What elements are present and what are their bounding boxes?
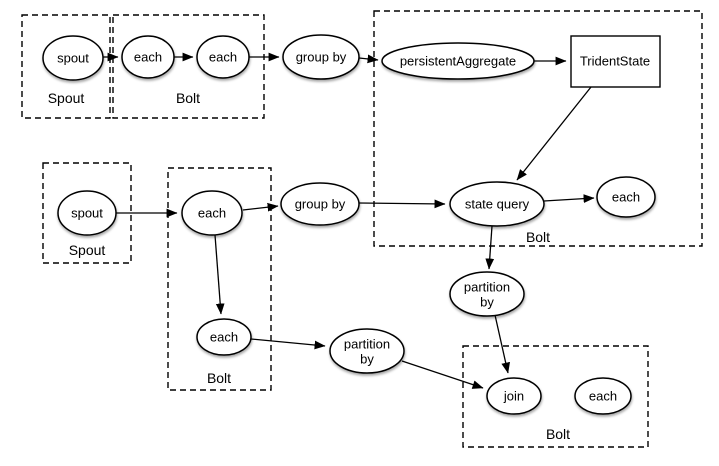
- node-each-6: each: [574, 377, 632, 415]
- container-spout-1-label: Spout: [48, 90, 85, 106]
- node-each-4-label: each: [198, 206, 226, 221]
- node-spout-2-label: spout: [71, 206, 103, 221]
- node-group-by-1-label: group by: [296, 50, 347, 65]
- container-bolt-2-label: Bolt: [526, 229, 550, 245]
- node-partition-by-1-label-line2: by: [480, 295, 494, 310]
- node-each-3-label: each: [612, 190, 640, 205]
- node-partition-by-2-shape: [329, 328, 405, 374]
- node-each-4: each: [181, 190, 243, 236]
- node-group-by-1-shape: [282, 34, 360, 80]
- edge-partitionby1-join: [494, 314, 511, 374]
- node-spout-2-shape: [57, 190, 117, 236]
- node-each-5-label: each: [210, 330, 238, 345]
- node-each-6-shape: [574, 377, 632, 415]
- node-each-1-label: each: [134, 50, 162, 65]
- node-persistent-aggregate-label: persistentAggregate: [400, 54, 516, 69]
- container-bolt-4-label: Bolt: [546, 426, 570, 442]
- node-partition-by-1: partition by: [449, 271, 525, 317]
- edge-statequery-partitionby1: [485, 225, 495, 270]
- node-trident-state-label: TridentState: [580, 54, 650, 69]
- node-state-query-label: state query: [465, 197, 530, 212]
- node-group-by-2: group by: [280, 182, 360, 226]
- edge-tridentstate-statequery: [516, 86, 592, 181]
- node-each-3-shape: [596, 176, 656, 218]
- node-spout-1: spout: [42, 35, 104, 81]
- node-each-6-label: each: [589, 389, 617, 404]
- edge-partitionby2-join: [401, 360, 484, 389]
- node-trident-state: TridentState: [570, 35, 661, 88]
- node-persistent-aggregate-shape: [381, 42, 535, 80]
- node-spout-1-label: spout: [57, 51, 89, 66]
- node-spout-2: spout: [57, 190, 117, 236]
- node-each-2-label: each: [209, 50, 237, 65]
- node-spout-1-shape: [42, 35, 104, 81]
- node-partition-by-2-label-line2: by: [360, 352, 374, 367]
- node-join-shape: [486, 377, 542, 415]
- node-each-5-shape: [196, 318, 252, 356]
- edge-groupby2-statequery: [358, 199, 446, 209]
- node-each-2: each: [196, 35, 250, 79]
- node-join: join: [486, 377, 542, 415]
- node-group-by-2-shape: [280, 182, 360, 226]
- node-partition-by-2: partition by: [329, 328, 405, 374]
- node-each-1-shape: [121, 35, 175, 79]
- node-each-3: each: [596, 176, 656, 218]
- edge-each4-groupby2: [242, 202, 279, 212]
- node-persistent-aggregate: persistentAggregate: [381, 42, 535, 80]
- node-group-by-2-label: group by: [295, 197, 346, 212]
- node-each-4-shape: [181, 190, 243, 236]
- edge-groupby1-persistentaggregate: [358, 54, 379, 64]
- container-bolt-1-label: Bolt: [176, 90, 200, 106]
- node-group-by-1: group by: [282, 34, 360, 80]
- container-spout-2-label: Spout: [69, 242, 106, 258]
- edge-statequery-each3: [543, 194, 595, 204]
- node-each-5: each: [196, 318, 252, 356]
- node-state-query-shape: [449, 181, 545, 227]
- node-trident-state-shape: [570, 35, 661, 88]
- node-partition-by-1-label-line1: partition: [464, 280, 510, 295]
- edge-each4-each5: [214, 234, 225, 315]
- node-partition-by-2-label-line1: partition: [344, 337, 390, 352]
- edge-each5-partitionby2: [250, 338, 326, 350]
- container-bolt-3-label: Bolt: [207, 370, 231, 386]
- node-join-label: join: [503, 389, 524, 404]
- node-each-2-shape: [196, 35, 250, 79]
- node-partition-by-1-shape: [449, 271, 525, 317]
- node-state-query: state query: [449, 181, 545, 227]
- node-each-1: each: [121, 35, 175, 79]
